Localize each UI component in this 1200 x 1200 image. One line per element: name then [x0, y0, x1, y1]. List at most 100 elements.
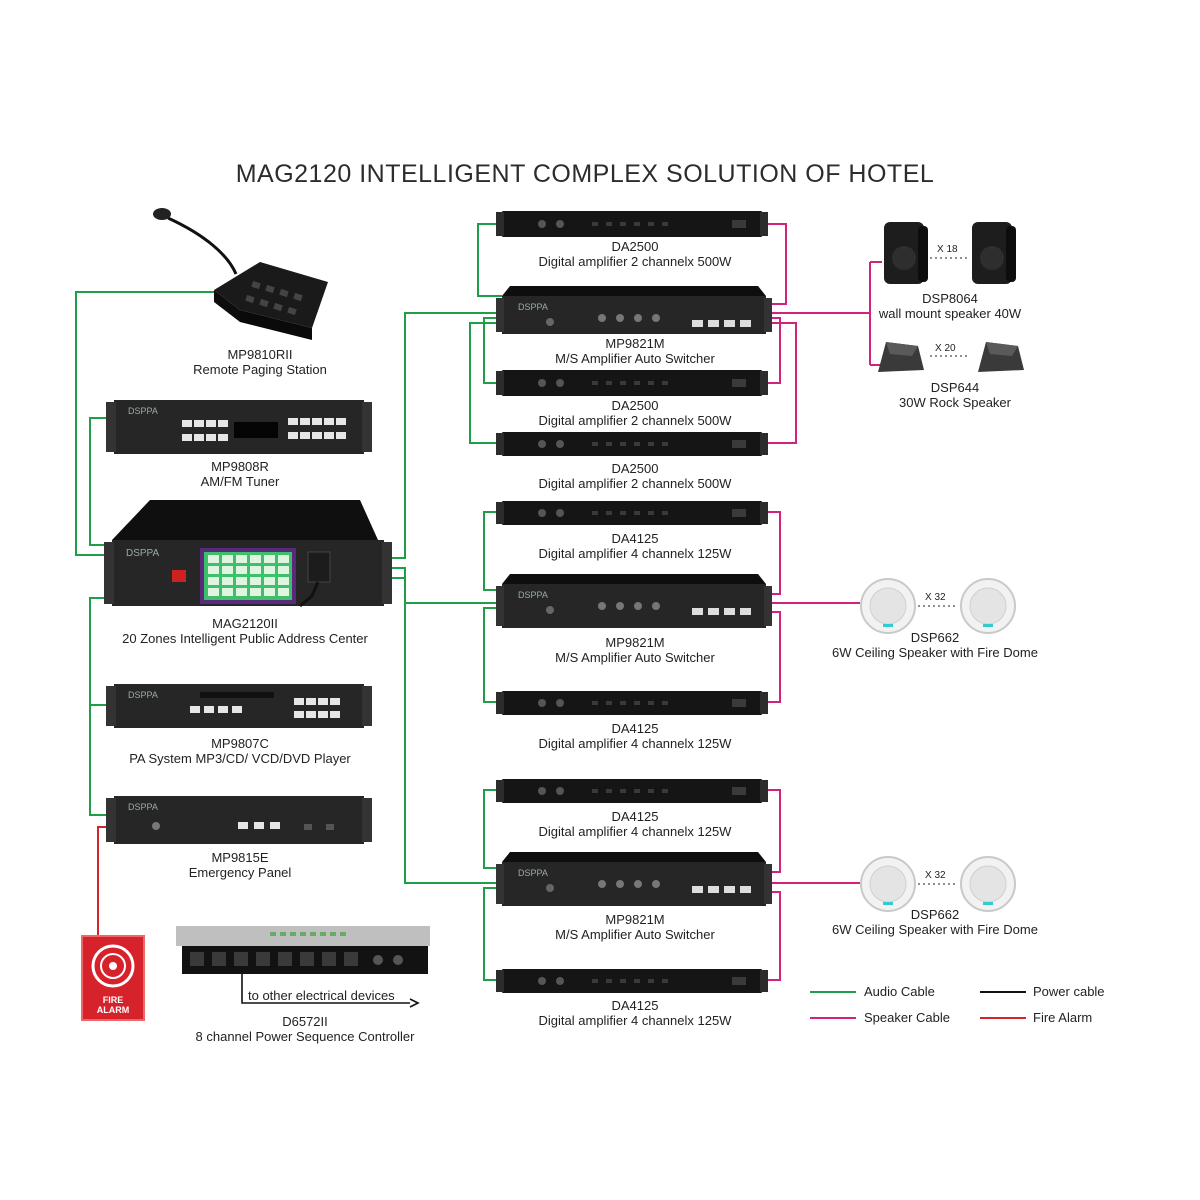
device-da2500-1: [496, 211, 768, 237]
speaker-cable-da2500-3: [762, 322, 797, 444]
handset-cord-icon: [299, 581, 320, 608]
label-dsp662-1: DSP662 6W Ceiling Speaker with Fire Dome: [810, 630, 1060, 660]
desc-text: 8 channel Power Sequence Controller: [195, 1029, 415, 1044]
model-text: D6572II: [282, 1014, 328, 1029]
desc-text: Digital amplifier 2 channelx 500W: [538, 254, 732, 269]
device-mp9807c: DSPPA: [106, 684, 372, 728]
power-cables: [241, 972, 420, 1008]
label-mp9808r: MP9808R AM/FM Tuner: [130, 459, 350, 489]
model-text: DA2500: [611, 239, 659, 254]
label-da4125-4: DA4125 Digital amplifier 4 channelx 125W: [505, 998, 765, 1028]
device-mp9821m-3: DSPPA: [496, 852, 772, 906]
speaker-dsp644-left: [878, 342, 924, 372]
audio-cable-da4125-2: [483, 607, 502, 703]
fire-alarm-icon: [81, 935, 145, 1021]
legend-speaker: Speaker Cable: [864, 1010, 950, 1025]
model-text: DSP662: [910, 907, 960, 922]
audio-cable-zone-2: [385, 567, 500, 604]
audio-cable-paging: [75, 291, 214, 556]
legend-lines: [810, 991, 1026, 1019]
model-text: MP9821M: [605, 912, 665, 927]
desc-text: Remote Paging Station: [193, 362, 327, 377]
brand-logo: DSPPA: [518, 302, 548, 312]
brand-logo: DSPPA: [128, 802, 158, 812]
speaker-cable-da4125-2: [762, 611, 781, 703]
legend-audio: Audio Cable: [864, 984, 935, 999]
desc-text: Digital amplifier 4 channelx 125W: [538, 546, 732, 561]
model-text: MP9821M: [605, 336, 665, 351]
speaker-cables: [762, 223, 882, 981]
device-da4125-1: [496, 501, 768, 525]
desc-text: 20 Zones Intelligent Public Address Cent…: [122, 631, 368, 646]
label-mp9821m-3: MP9821M M/S Amplifier Auto Switcher: [505, 912, 765, 942]
speaker-cable-da2500-1: [762, 223, 787, 305]
device-da4125-3: [496, 779, 768, 803]
alarm-text: ALARM: [96, 1005, 130, 1015]
speaker-dsp662-1-right: [960, 578, 1016, 634]
label-mp9821m-2: MP9821M M/S Amplifier Auto Switcher: [505, 635, 765, 665]
speaker-dsp644-right: [978, 342, 1024, 372]
speaker-cable-da4125-3: [762, 789, 781, 873]
model-text: DSP644: [930, 380, 980, 395]
device-mp9815e: DSPPA: [106, 796, 372, 844]
device-mp9821m-1: DSPPA: [496, 286, 772, 334]
model-text: DA2500: [611, 461, 659, 476]
model-text: DA4125: [611, 809, 659, 824]
audio-cable-zone-1: [385, 312, 500, 559]
device-d6572ii: [176, 926, 430, 974]
brand-logo: DSPPA: [126, 548, 159, 559]
label-da4125-1: DA4125 Digital amplifier 4 channelx 125W: [505, 531, 765, 561]
desc-text: 6W Ceiling Speaker with Fire Dome: [832, 922, 1038, 937]
model-text: MP9808R: [211, 459, 269, 474]
desc-text: PA System MP3/CD/ VCD/DVD Player: [129, 751, 351, 766]
label-mp9821m-1: MP9821M M/S Amplifier Auto Switcher: [505, 336, 765, 366]
audio-cables: [75, 223, 502, 981]
desc-text: Digital amplifier 2 channelx 500W: [538, 476, 732, 491]
desc-text: M/S Amplifier Auto Switcher: [555, 650, 715, 665]
audio-cable-zone-3: [385, 577, 500, 884]
model-text: MP9807C: [211, 736, 269, 751]
count-dsp662-1: X 32: [925, 592, 946, 603]
desc-text: wall mount speaker 40W: [878, 306, 1022, 321]
desc-text: Digital amplifier 4 channelx 125W: [538, 824, 732, 839]
model-text: MP9815E: [211, 850, 269, 865]
label-mp9815e: MP9815E Emergency Panel: [130, 850, 350, 880]
device-da2500-3: [496, 432, 768, 456]
model-text: DA4125: [611, 998, 659, 1013]
speaker-cable-da4125-1: [762, 511, 781, 595]
device-mp9821m-2: DSPPA: [496, 574, 772, 628]
label-da4125-3: DA4125 Digital amplifier 4 channelx 125W: [505, 809, 765, 839]
legend-power: Power cable: [1033, 984, 1105, 999]
fire-text: FIRE: [102, 995, 124, 1005]
audio-cable-da2500-1: [477, 223, 502, 297]
device-mp9808r: DSPPA: [106, 400, 372, 454]
speaker-dsp8064-left: [884, 222, 928, 284]
label-da2500-2: DA2500 Digital amplifier 2 channelx 500W: [505, 398, 765, 428]
microphone-gooseneck-icon: [167, 216, 238, 275]
count-dsp644: X 20: [935, 343, 956, 354]
model-text: DSP662: [910, 630, 960, 645]
desc-text: M/S Amplifier Auto Switcher: [555, 351, 715, 366]
speaker-dsp662-2-left: [860, 856, 916, 912]
label-dsp662-2: DSP662 6W Ceiling Speaker with Fire Dome: [810, 907, 1060, 937]
model-text: DA4125: [611, 531, 659, 546]
label-da2500-3: DA2500 Digital amplifier 2 channelx 500W: [505, 461, 765, 491]
microphone-head-icon: [153, 208, 171, 220]
model-text: MP9810RII: [227, 347, 293, 362]
speaker-cable-da4125-4: [762, 891, 781, 981]
audio-cable-da2500-3: [469, 322, 502, 444]
label-d6572ii: D6572II 8 channel Power Sequence Control…: [170, 1014, 440, 1044]
desc-text: 30W Rock Speaker: [899, 395, 1011, 410]
brand-logo: DSPPA: [128, 690, 158, 700]
power-cable-arrow: [409, 998, 420, 1008]
speaker-dsp8064-right: [972, 222, 1016, 284]
label-mp9807c: MP9807C PA System MP3/CD/ VCD/DVD Player: [110, 736, 370, 766]
fire-alarm-cable: [97, 826, 110, 936]
audio-cable-da2500-2: [483, 317, 502, 384]
audio-cable-tuner: [89, 417, 112, 546]
audio-cable-da4125-1: [483, 511, 502, 591]
desc-text: Digital amplifier 2 channelx 500W: [538, 413, 732, 428]
label-mag2120ii: MAG2120II 20 Zones Intelligent Public Ad…: [100, 616, 390, 646]
label-da4125-2: DA4125 Digital amplifier 4 channelx 125W: [505, 721, 765, 751]
